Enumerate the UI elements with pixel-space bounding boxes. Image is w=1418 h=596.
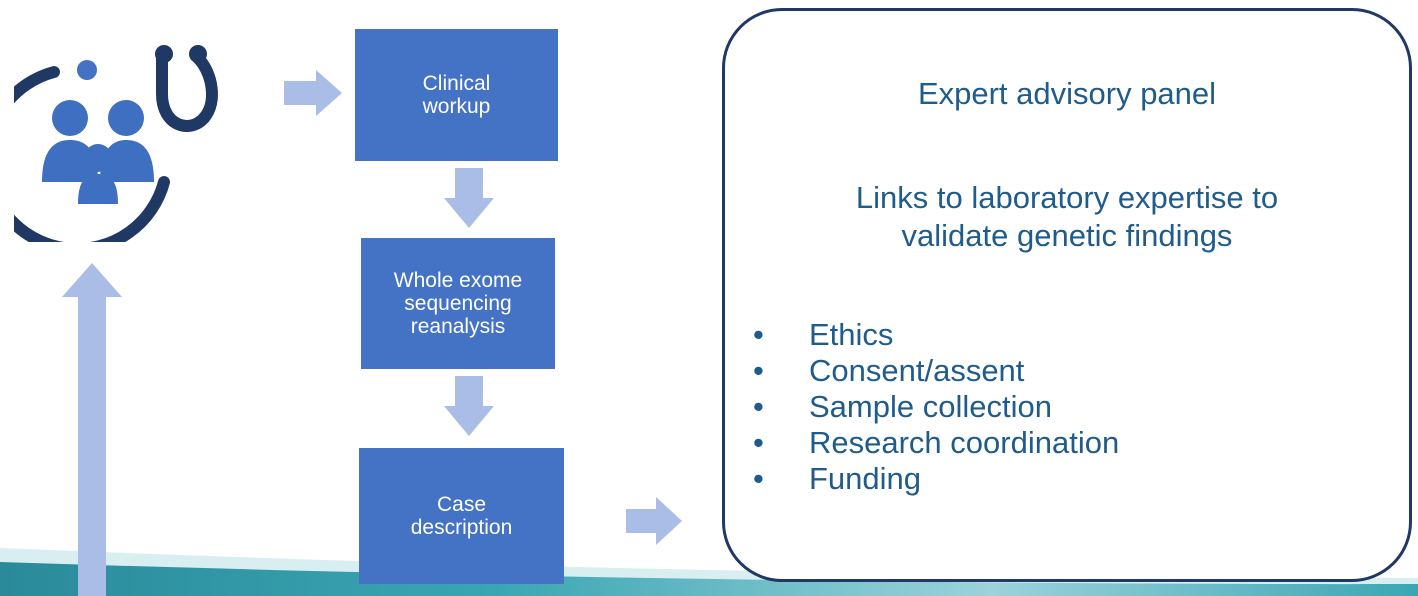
panel-links-line2: validate genetic findings: [901, 218, 1233, 253]
bullet-dot: •: [753, 461, 764, 496]
down-arrow-icon: [444, 376, 494, 436]
panel-bullet-list: • Ethics • Consent/assent • Sample collecti…: [753, 317, 1119, 497]
bullet-item: • Funding: [753, 461, 1119, 497]
bullet-text: Ethics: [809, 317, 894, 352]
right-arrow-icon: [626, 497, 682, 545]
bullet-dot: •: [753, 425, 764, 460]
bullet-dot: •: [753, 317, 764, 352]
bullet-text: Funding: [809, 461, 922, 496]
family-stethoscope-icon: [14, 45, 218, 242]
bullet-item: • Consent/assent: [753, 353, 1119, 389]
case-description-box: Case description: [359, 448, 564, 584]
bullet-item: • Research coordination: [753, 425, 1119, 461]
right-arrow-icon: [284, 70, 342, 116]
bullet-text: Sample collection: [809, 389, 1052, 424]
expert-advisory-panel: Expert advisory panel Links to laborator…: [722, 8, 1412, 582]
bullet-item: • Ethics: [753, 317, 1119, 353]
bullet-item: • Sample collection: [753, 389, 1119, 425]
bullet-dot: •: [753, 389, 764, 424]
wes-reanalysis-box: Whole exome sequencing reanalysis: [361, 238, 555, 369]
panel-links-line1: Links to laboratory expertise to: [855, 180, 1279, 215]
bullet-text: Consent/assent: [809, 353, 1025, 388]
down-arrow-icon: [444, 168, 494, 228]
bullet-text: Research coordination: [809, 425, 1120, 460]
clinical-workup-box: Clinical workup: [355, 29, 558, 161]
return-up-arrow: [62, 263, 122, 596]
panel-title: Expert advisory panel: [917, 76, 1217, 111]
bullet-dot: •: [753, 353, 764, 388]
